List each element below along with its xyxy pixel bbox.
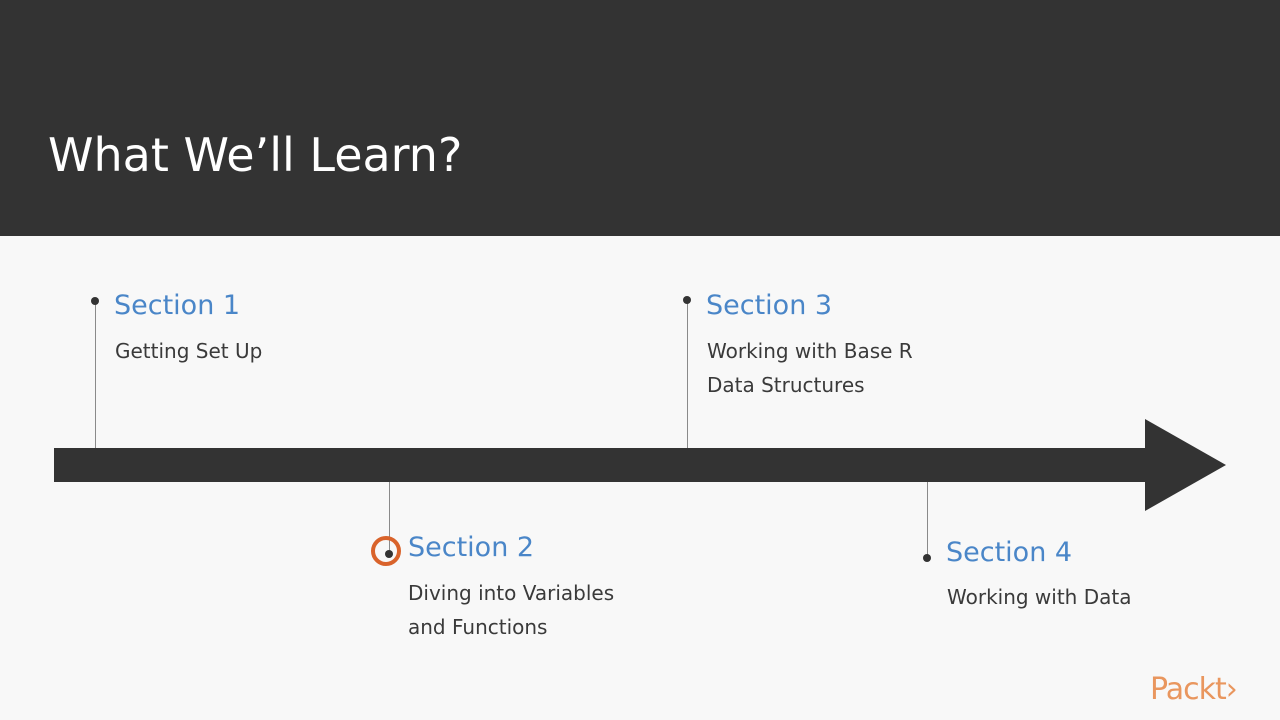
section-1-marker (91, 297, 99, 305)
slide-title: What We’ll Learn? (48, 128, 463, 182)
section-1-connector (95, 300, 96, 448)
section-1-desc-line: Getting Set Up (115, 339, 263, 363)
section-4-title: Section 4 (946, 537, 1073, 568)
section-2-description: Diving into Variables and Functions (408, 576, 614, 644)
packt-logo: Packt› (1150, 672, 1238, 707)
section-4-desc-line: Working with Data (947, 585, 1132, 609)
logo-text: Packt (1150, 672, 1227, 707)
section-1-description: Getting Set Up (115, 334, 262, 368)
section-2-desc-line: and Functions (408, 615, 548, 639)
slide-header: What We’ll Learn? (0, 0, 1280, 236)
section-4-description: Working with Data (947, 580, 1131, 614)
logo-chevron-icon: › (1225, 672, 1238, 707)
section-2-connector (389, 482, 390, 554)
section-3-marker (683, 296, 691, 304)
section-4-marker (923, 554, 931, 562)
timeline-arrow-head (1145, 419, 1226, 511)
section-3-description: Working with Base R Data Structures (707, 334, 913, 402)
section-3-desc-line: Working with Base R (707, 339, 913, 363)
section-1-title: Section 1 (114, 290, 241, 321)
timeline-arrow-shaft (54, 448, 1154, 482)
section-3-connector (687, 299, 688, 448)
section-4-connector (927, 482, 928, 558)
section-2-desc-line: Diving into Variables (408, 581, 615, 605)
cursor-highlight-icon (371, 536, 401, 566)
section-2-title: Section 2 (408, 532, 535, 563)
section-3-title: Section 3 (706, 290, 833, 321)
section-3-desc-line: Data Structures (707, 373, 865, 397)
